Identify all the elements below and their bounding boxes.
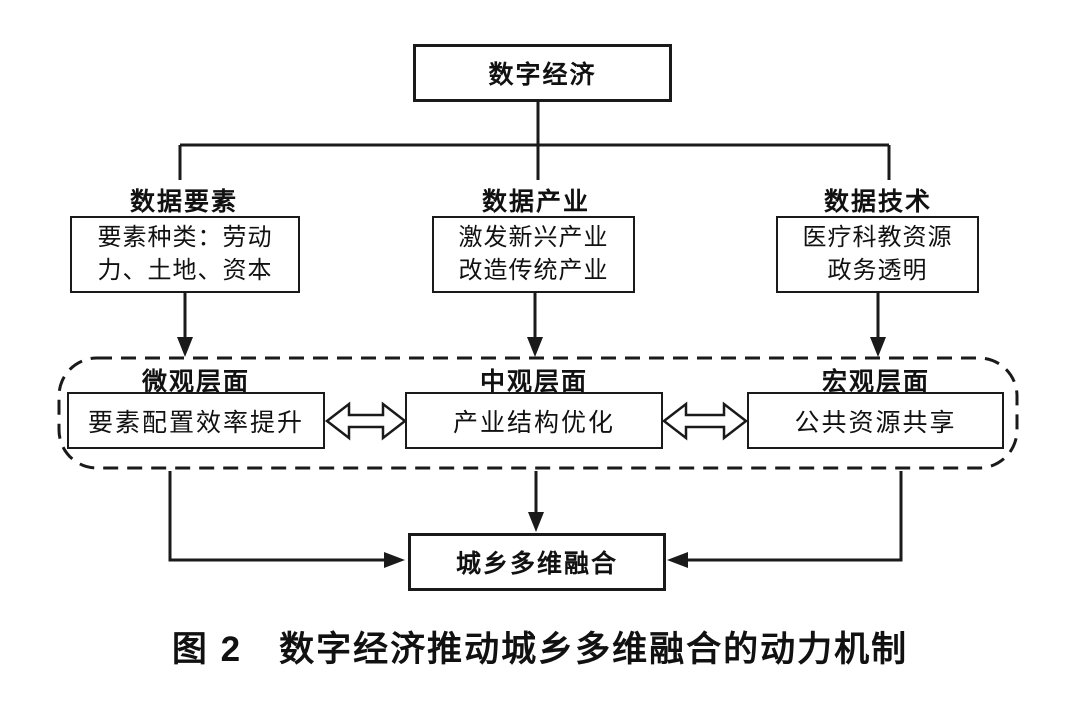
level-header-meso: 中观层面 — [479, 369, 589, 396]
level-header-macro: 宏观层面 — [821, 369, 931, 396]
levels-dashed-container — [57, 356, 1019, 470]
branch-header-data-elements: 数据要素 — [129, 189, 239, 216]
node-digital-economy: 数字经济 — [413, 44, 672, 102]
node-urban-rural-integration: 城乡多维融合 — [408, 533, 666, 591]
level-header-micro: 微观层面 — [141, 369, 251, 396]
arrow-micro-to-outcome — [168, 471, 405, 568]
double-arrow-micro-meso — [324, 401, 408, 441]
node-elements-description: 要素种类：劳动 力、土地、资本 — [70, 216, 300, 293]
description-line: 改造传统产业 — [458, 257, 609, 284]
description-line: 要素种类：劳动 — [97, 224, 273, 251]
node-factor-allocation-efficiency: 要素配置效率提升 — [67, 392, 325, 449]
node-public-resource-sharing: 公共资源共享 — [747, 392, 1004, 449]
arrow-industry-to-meso — [527, 293, 543, 357]
double-arrow-meso-macro — [661, 401, 749, 441]
node-technology-description: 医疗科教资源 政务透明 — [776, 216, 979, 293]
node-industrial-structure-optimization: 产业结构优化 — [405, 392, 663, 449]
description-line: 政务透明 — [827, 257, 928, 284]
arrow-meso-to-outcome — [528, 471, 544, 532]
node-industry-description: 激发新兴产业 改造传统产业 — [432, 216, 635, 293]
arrow-technology-to-macro — [870, 293, 886, 357]
branch-header-data-technology: 数据技术 — [823, 189, 933, 216]
arrow-macro-to-outcome — [667, 471, 903, 568]
arrow-elements-to-micro — [177, 293, 193, 357]
figure-caption: 图 2 数字经济推动城乡多维融合的动力机制 — [171, 630, 909, 669]
description-line: 医疗科教资源 — [802, 224, 953, 251]
description-line: 激发新兴产业 — [458, 224, 609, 251]
branch-header-data-industry: 数据产业 — [481, 189, 591, 216]
description-line: 力、土地、资本 — [97, 257, 273, 284]
